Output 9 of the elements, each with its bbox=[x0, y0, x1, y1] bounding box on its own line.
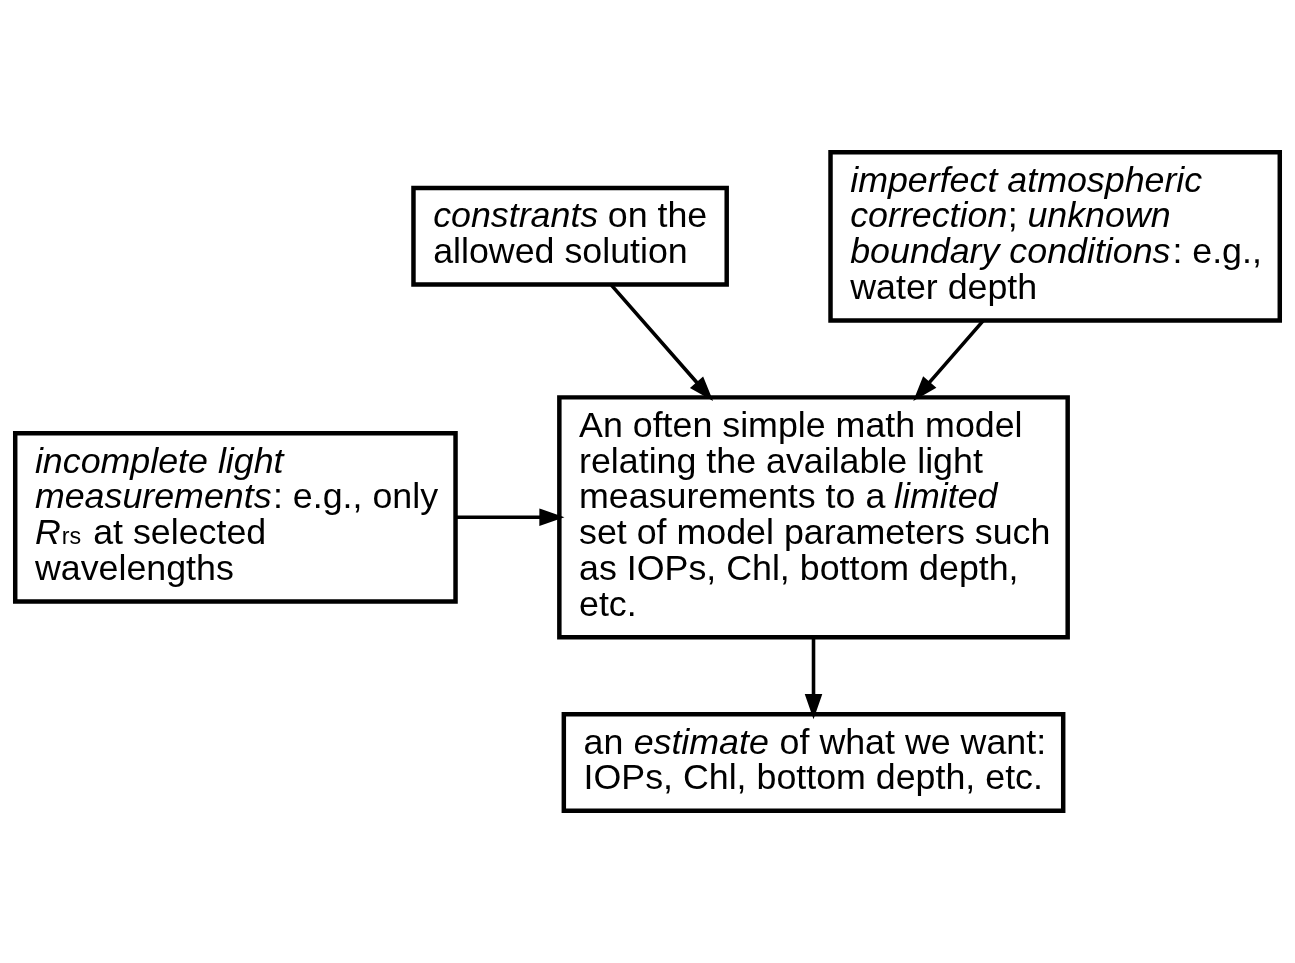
arrow bbox=[804, 637, 823, 720]
node-box: incomplete light measurements: e.g., only Rrs at selected wavelengths bbox=[13, 430, 458, 604]
arrow bbox=[610, 283, 714, 402]
node-box: an estimate of what we want: IOPs, Chl, bottom depth, etc. bbox=[561, 711, 1066, 814]
node-box: constrants on the allowed solution bbox=[411, 185, 729, 287]
node-box: An often simple math model relating the available light measurements to a limited set of model parameters such as IOPs, Chl, bottom depth, etc. bbox=[557, 395, 1070, 640]
arrow bbox=[455, 508, 565, 527]
node-box: imperfect atmospheric correction; unknown boundary conditions: e.g., water depth bbox=[828, 149, 1282, 323]
arrow bbox=[913, 319, 985, 401]
